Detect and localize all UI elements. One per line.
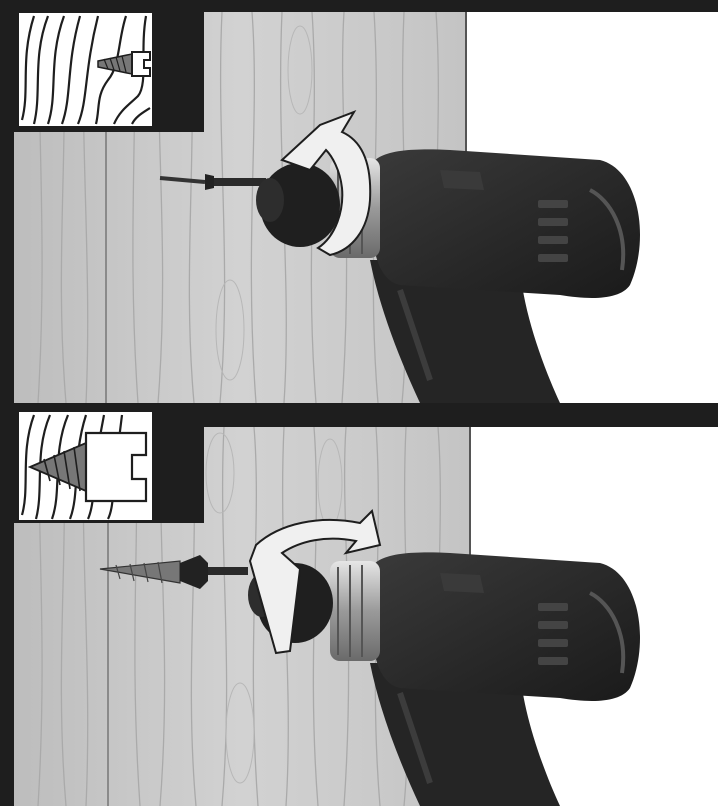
- driver-bit: [214, 178, 266, 186]
- panel-drive-screw: [0, 0, 718, 403]
- drive-screw-illustration: [0, 0, 718, 403]
- screw-fully-driven-icon: [14, 403, 204, 523]
- remove-screw-illustration: [0, 403, 718, 806]
- driver-bit: [208, 567, 248, 575]
- screw-partially-driven-icon: [14, 12, 204, 132]
- panel-remove-screw: [0, 403, 718, 806]
- top-frame-bar: [0, 0, 718, 12]
- left-frame-bar: [0, 403, 14, 806]
- left-frame-bar: [0, 0, 14, 403]
